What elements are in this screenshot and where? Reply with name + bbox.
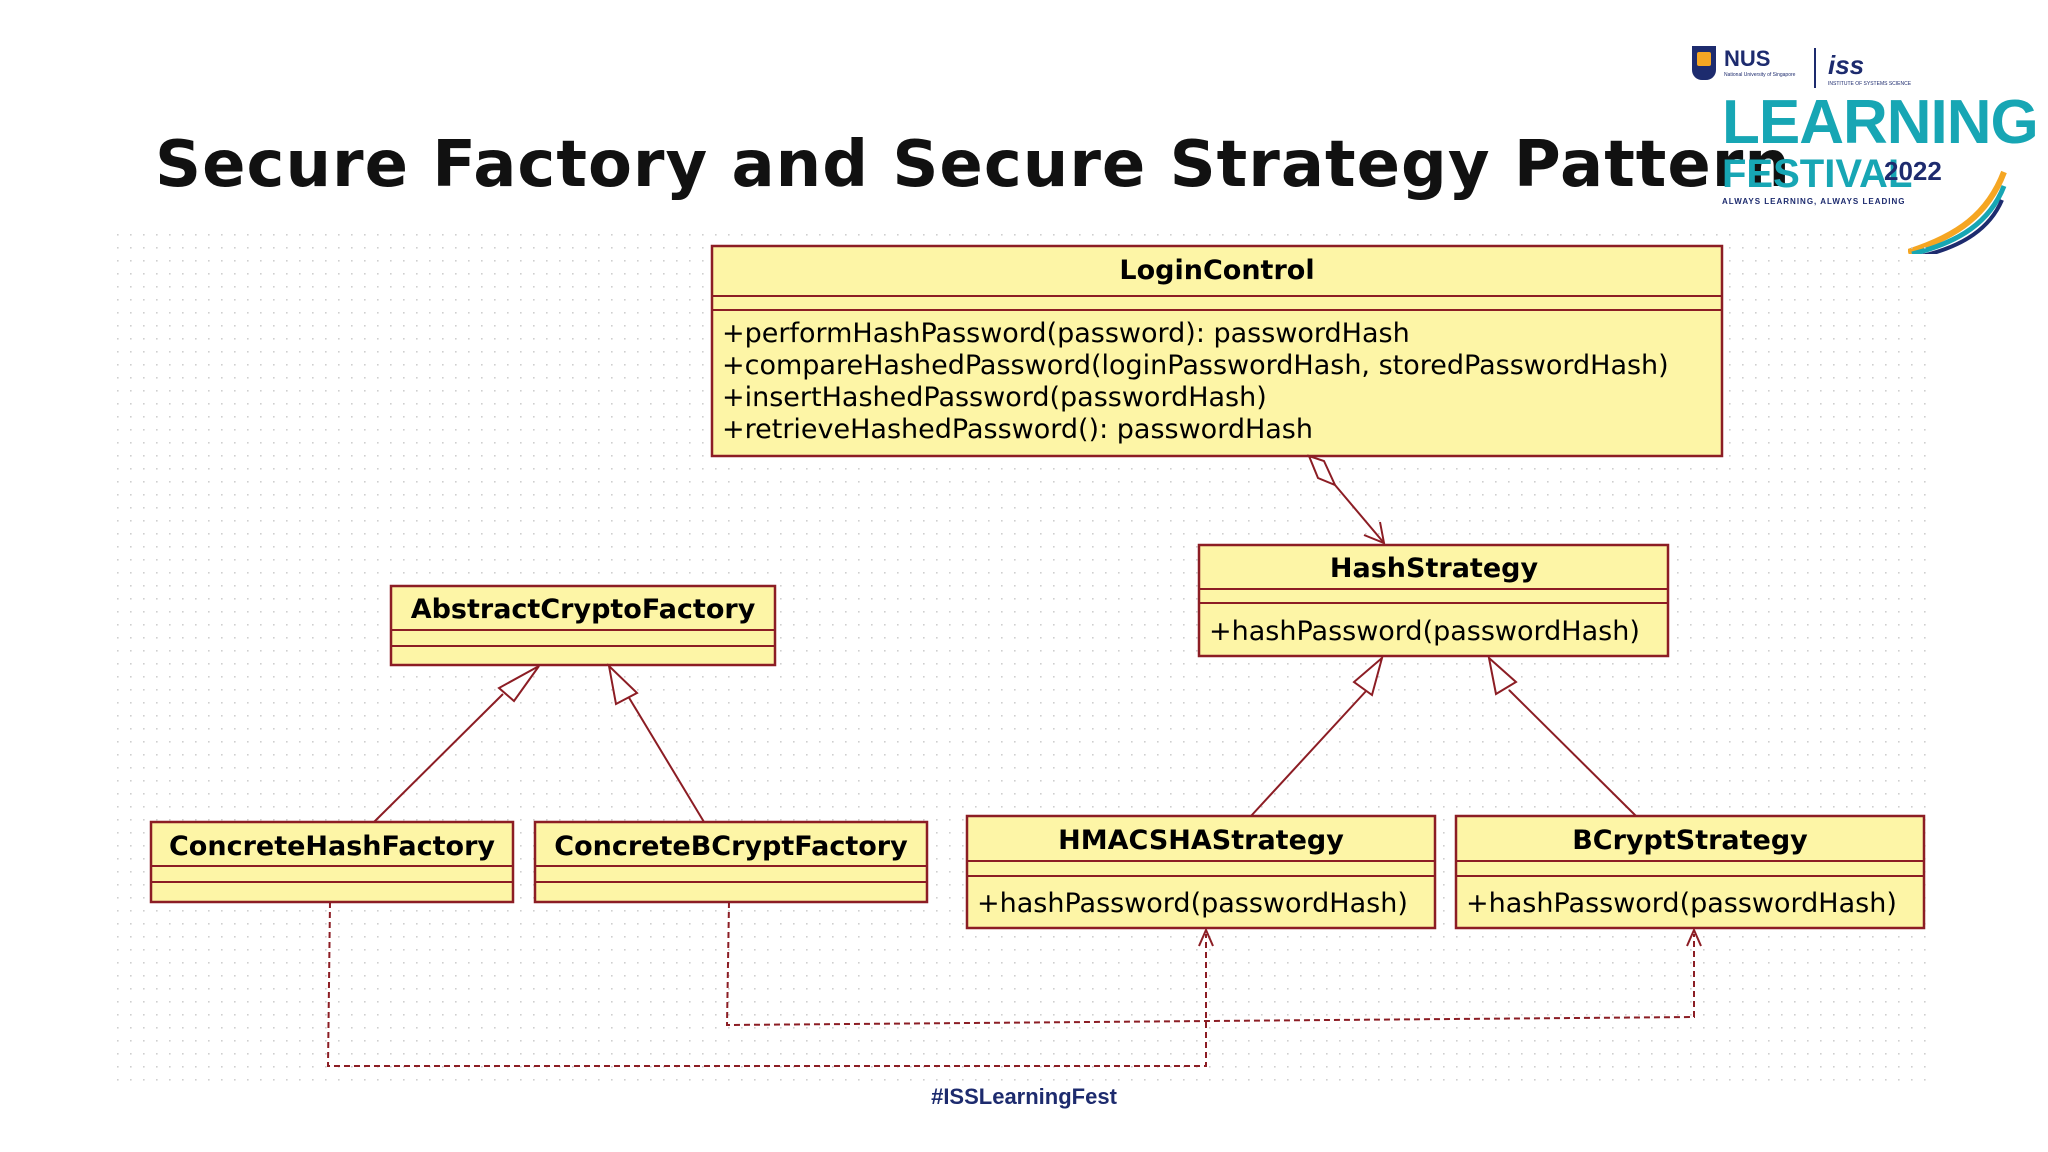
dependency-connector — [326, 901, 1214, 1067]
class-name: HMACSHAStrategy — [1058, 825, 1344, 856]
generalization-connector — [373, 665, 540, 823]
generalization-connector — [1487, 655, 1637, 817]
class-name: HashStrategy — [1330, 553, 1539, 584]
method: +hashPassword(passwordHash) — [1466, 888, 1897, 919]
class-hmacsha-strategy: HMACSHAStrategy +hashPassword(passwordHa… — [965, 814, 1437, 930]
logo-year-text: 2022 — [1884, 156, 1942, 186]
method: +retrieveHashedPassword(): passwordHash — [722, 414, 1313, 445]
method: +performHashPassword(password): password… — [722, 318, 1410, 349]
dependency-connector — [725, 901, 1702, 1027]
slide-title: Secure Factory and Secure Strategy Patte… — [155, 128, 1791, 202]
logo-festival-text: FESTIVAL — [1722, 152, 1913, 196]
logo-learning-text: LEARNING — [1722, 88, 2039, 157]
method: +hashPassword(passwordHash) — [1209, 616, 1640, 647]
method: +hashPassword(passwordHash) — [977, 888, 1408, 919]
class-name: AbstractCryptoFactory — [411, 594, 756, 625]
generalization-connector — [1250, 655, 1384, 817]
nus-crest-icon — [1692, 46, 1716, 80]
class-login-control: LoginControl +performHashPassword(passwo… — [710, 244, 1724, 458]
class-bcrypt-strategy: BCryptStrategy +hashPassword(passwordHas… — [1454, 814, 1926, 930]
method: +compareHashedPassword(loginPasswordHash… — [722, 350, 1669, 381]
logo-separator — [1814, 48, 1816, 88]
event-hashtag: #ISSLearningFest — [931, 1084, 1117, 1109]
class-name: LoginControl — [1119, 255, 1314, 286]
generalization-connector — [607, 663, 705, 823]
class-name: BCryptStrategy — [1572, 825, 1808, 856]
class-concrete-bcrypt-factory: ConcreteBCryptFactory — [533, 820, 929, 904]
class-concrete-hash-factory: ConcreteHashFactory — [149, 820, 515, 904]
class-name: ConcreteHashFactory — [169, 831, 495, 862]
class-abstract-crypto-factory: AbstractCryptoFactory — [389, 584, 777, 667]
method: +insertHashedPassword(passwordHash) — [722, 382, 1267, 413]
logo-tagline: ALWAYS LEARNING, ALWAYS LEADING — [1722, 197, 1906, 206]
class-hash-strategy: HashStrategy +hashPassword(passwordHash) — [1197, 543, 1670, 658]
aggregation-connector — [1307, 454, 1386, 545]
class-name: ConcreteBCryptFactory — [554, 831, 908, 862]
